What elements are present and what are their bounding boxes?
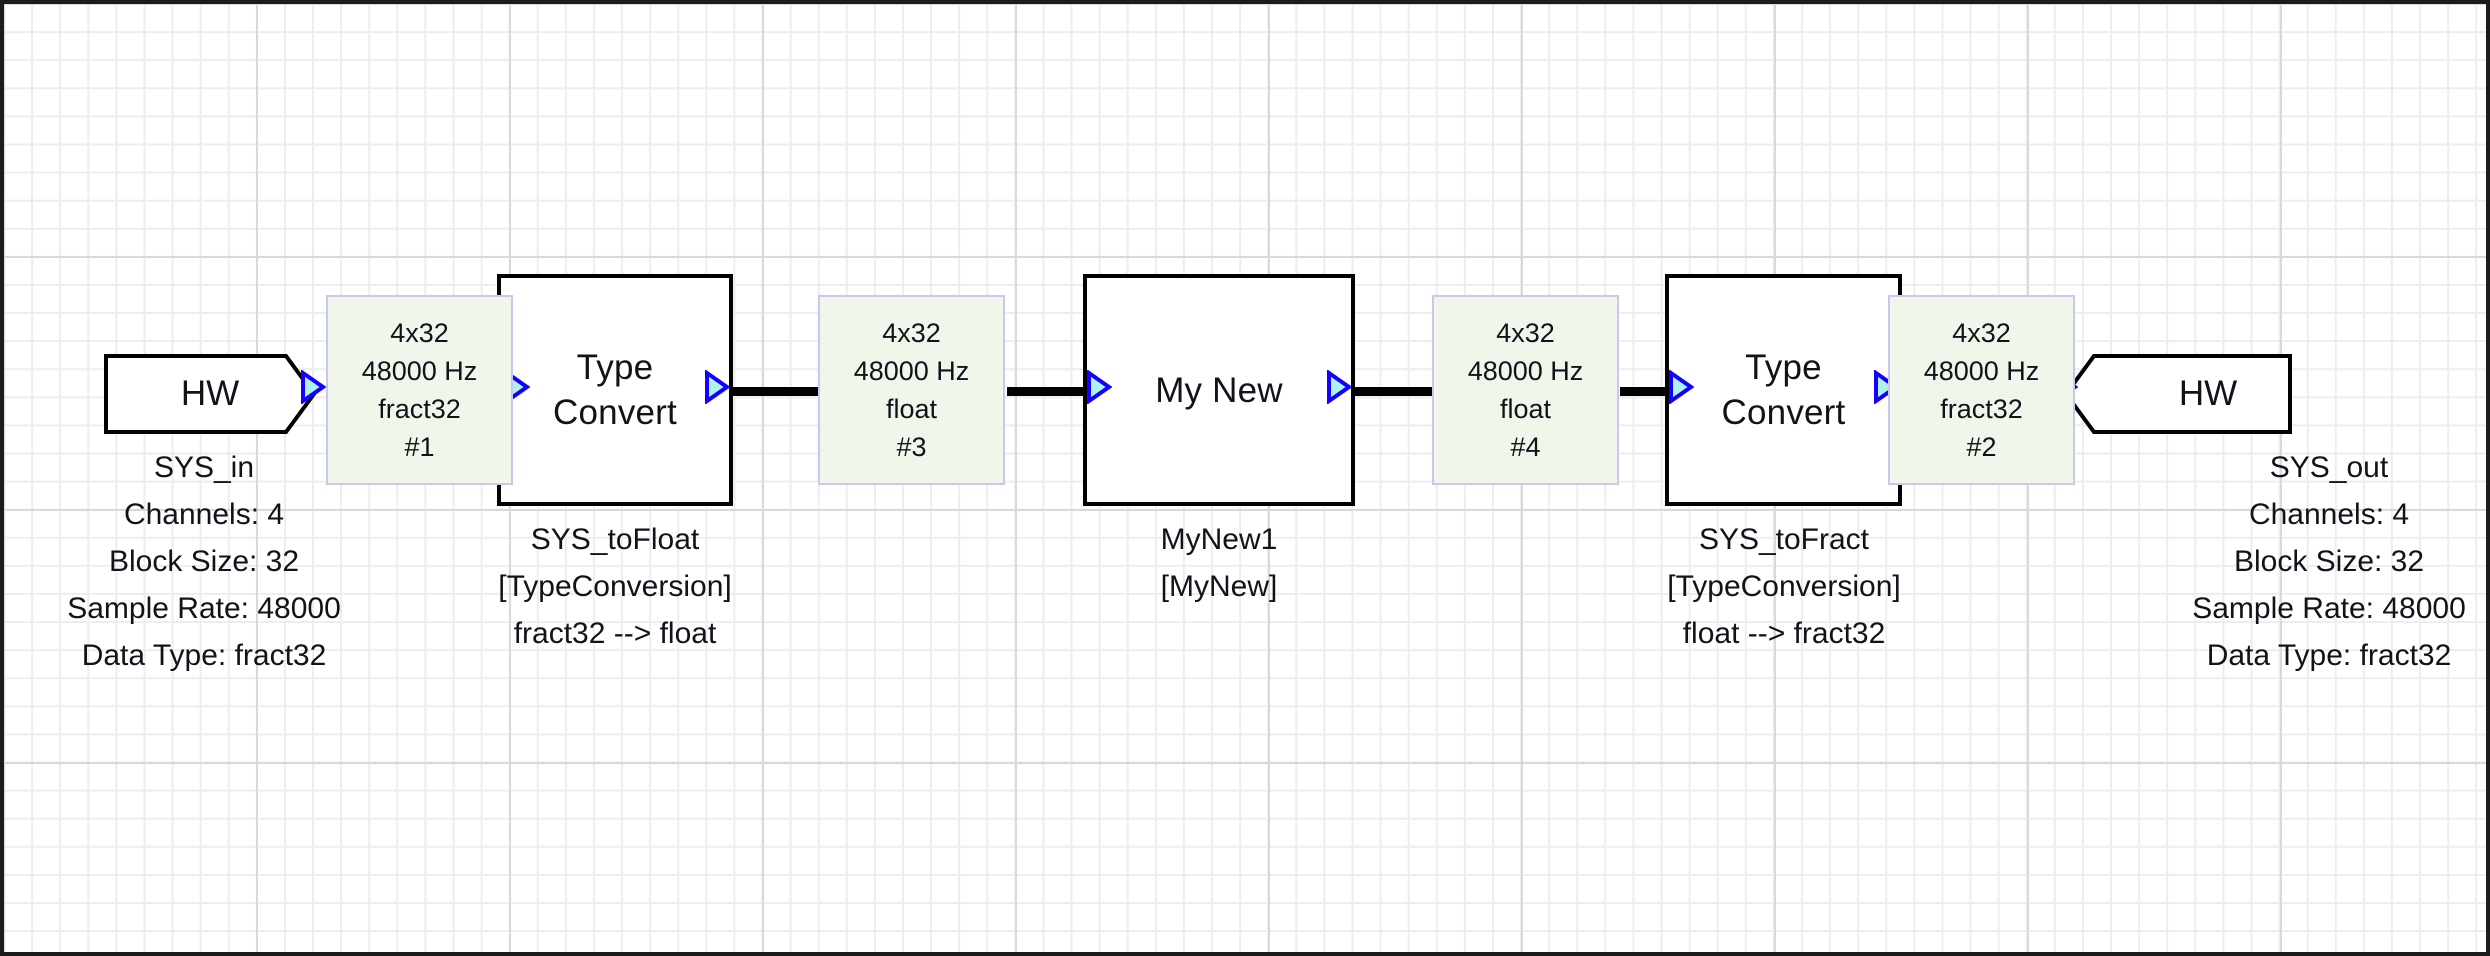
port-tofract-output[interactable] <box>1873 370 1899 404</box>
port-tofract-input[interactable] <box>1668 370 1694 404</box>
caption-line: Data Type: fract32 <box>2206 639 2452 672</box>
tooltip-line: float <box>1499 394 1552 424</box>
tooltip-line: 4x32 <box>882 318 941 348</box>
port-mynew1-input[interactable] <box>1086 370 1112 404</box>
wire-mynew-to-sig4[interactable] <box>1352 387 1437 396</box>
block-sys-in[interactable]: HW <box>104 354 316 434</box>
caption-line: Sample Rate: 48000 <box>2192 592 2466 625</box>
tooltip-line: #1 <box>404 432 435 462</box>
caption-line: [MyNew] <box>1160 570 1278 603</box>
output-port-triangle-icon <box>1874 370 1899 404</box>
tooltip-line: 4x32 <box>1496 318 1555 348</box>
caption-sys-tofract: SYS_toFract [TypeConversion] float --> f… <box>1454 516 2114 657</box>
caption-line: Block Size: 32 <box>108 545 300 578</box>
tooltip-line: float <box>885 394 938 424</box>
caption-mynew1: MyNew1 [MyNew] <box>889 516 1549 610</box>
caption-line: Data Type: fract32 <box>81 639 327 672</box>
signal-tooltip-2[interactable]: 4x32 48000 Hz fract32 #2 <box>1888 295 2075 485</box>
block-sys-tofloat-label: Type Convert <box>553 348 677 432</box>
caption-line: [TypeConversion] <box>498 570 732 603</box>
tooltip-line: #2 <box>1966 432 1997 462</box>
tooltip-line: fract32 <box>378 394 461 424</box>
caption-line: SYS_in <box>153 451 255 484</box>
tooltip-line: 4x32 <box>1952 318 2011 348</box>
caption-line: SYS_toFloat <box>530 523 700 556</box>
wire-sig3-to-mynew[interactable] <box>1007 387 1087 396</box>
tooltip-line: 4x32 <box>390 318 449 348</box>
caption-line: MyNew1 <box>1160 523 1278 556</box>
tooltip-line: 48000 Hz <box>1923 356 2040 386</box>
tooltip-line: 48000 Hz <box>1467 356 1584 386</box>
caption-line: Channels: 4 <box>2248 498 2410 531</box>
caption-line: SYS_toFract <box>1698 523 1870 556</box>
output-port-triangle-icon <box>301 370 326 404</box>
block-mynew1-label: My New <box>1155 370 1283 410</box>
block-mynew1[interactable]: My New <box>1083 274 1355 506</box>
output-port-triangle-icon <box>1327 370 1352 404</box>
caption-sys-out: SYS_out Channels: 4 Block Size: 32 Sampl… <box>1999 444 2486 679</box>
signal-tooltip-3[interactable]: 4x32 48000 Hz float #3 <box>818 295 1005 485</box>
tooltip-line: #3 <box>896 432 927 462</box>
input-port-triangle-icon <box>1669 370 1694 404</box>
hw-sink-shape-icon <box>2064 354 2292 434</box>
caption-line: SYS_out <box>2269 451 2389 484</box>
caption-sys-in: SYS_in Channels: 4 Block Size: 32 Sample… <box>4 444 534 679</box>
block-sys-tofract[interactable]: Type Convert <box>1665 274 1902 506</box>
port-sys-in-output[interactable] <box>300 370 326 404</box>
tooltip-line: fract32 <box>1940 394 2023 424</box>
caption-sys-tofloat: SYS_toFloat [TypeConversion] fract32 -->… <box>285 516 945 657</box>
tooltip-line: 48000 Hz <box>361 356 478 386</box>
input-port-triangle-icon <box>1087 370 1112 404</box>
caption-line: [TypeConversion] <box>1667 570 1901 603</box>
block-sys-tofloat[interactable]: Type Convert <box>497 274 733 506</box>
block-sys-tofract-label: Type Convert <box>1721 348 1846 432</box>
wire-sig4-to-tofract[interactable] <box>1620 387 1672 396</box>
tooltip-line: #4 <box>1510 432 1541 462</box>
caption-line: Sample Rate: 48000 <box>67 592 341 625</box>
block-sys-out[interactable]: HW <box>2064 354 2292 434</box>
caption-line: float --> fract32 <box>1682 617 1886 650</box>
caption-line: Block Size: 32 <box>2233 545 2425 578</box>
tooltip-line: 48000 Hz <box>853 356 970 386</box>
signal-tooltip-1[interactable]: 4x32 48000 Hz fract32 #1 <box>326 295 513 485</box>
port-tofloat-output[interactable] <box>704 370 730 404</box>
caption-line: fract32 --> float <box>513 617 717 650</box>
signal-tooltip-4[interactable]: 4x32 48000 Hz float #4 <box>1432 295 1619 485</box>
caption-line: Channels: 4 <box>123 498 285 531</box>
output-port-triangle-icon <box>705 370 730 404</box>
wire-tofloat-to-sig3[interactable] <box>733 387 823 396</box>
port-mynew1-output[interactable] <box>1326 370 1352 404</box>
hw-source-shape-icon <box>104 354 316 434</box>
